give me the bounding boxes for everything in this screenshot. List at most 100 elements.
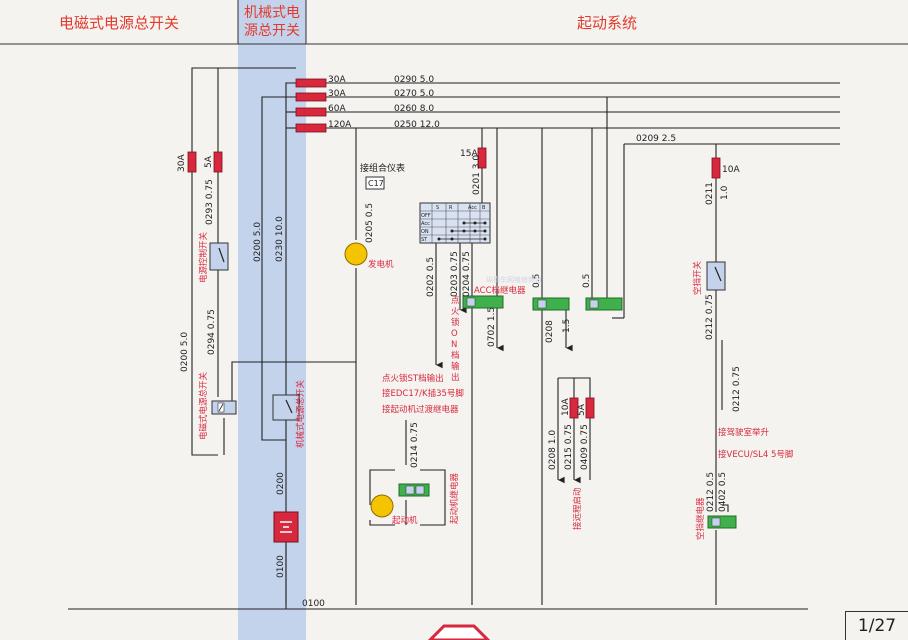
wire xyxy=(369,469,395,505)
wire-label: 0202 0.5 xyxy=(426,257,436,297)
fuse-label: 120A xyxy=(328,120,352,130)
wire-label: 0204 0.75 xyxy=(462,251,472,297)
wire-label: 1.5 xyxy=(562,319,572,333)
vecu-label: 接VECU/SL4 5号脚 xyxy=(718,449,793,460)
header-mech-master-switch: 机械式电 源总开关 xyxy=(238,0,306,44)
neutral-relay xyxy=(707,515,737,529)
fuse-5a-vertical xyxy=(213,151,223,173)
wire xyxy=(420,469,446,526)
fuse-label: 5A xyxy=(577,403,587,416)
starter-relay xyxy=(398,483,430,497)
fuse-label: 30A xyxy=(177,154,187,172)
wire-label: 0201 3.0 xyxy=(472,155,482,195)
ignition-col-label: Acc xyxy=(468,205,477,211)
c17-label: C17 xyxy=(368,179,384,188)
battery xyxy=(273,511,299,543)
wire-label: 0212 0.75 xyxy=(732,366,742,412)
power-control-switch-label: 电源控制开关 xyxy=(198,231,209,283)
watermark: 纵横车网维修频道 xyxy=(486,275,542,284)
ignition-row-label: Acc xyxy=(421,221,430,227)
header-title-line2: 源总开关 xyxy=(244,23,300,39)
page-indicator: 1/27 xyxy=(845,611,908,640)
wire-label: 0702 1.5 xyxy=(487,307,497,347)
fuse-label: 15A xyxy=(460,149,478,159)
wire-label: 0200 xyxy=(276,472,286,495)
wire-label: 0.5 xyxy=(582,274,592,288)
acc-relay xyxy=(462,295,504,309)
em-master-switch-label: 电磁式电源总开关 xyxy=(198,371,209,440)
wire-label: 0.5 xyxy=(532,274,542,288)
wire-label: 0293 0.75 xyxy=(205,179,215,225)
generator-label: 发电机 xyxy=(368,259,394,270)
combo-meter-label: 接组合仪表 xyxy=(360,162,405,174)
ignition-row-label: ST xyxy=(421,237,428,243)
wire xyxy=(231,361,356,408)
starter-symbol xyxy=(370,494,394,518)
starter-relay-label: 起动机继电器 xyxy=(449,472,460,524)
ignition-col-label: R xyxy=(449,205,453,211)
c17-connector xyxy=(365,176,385,190)
wire-label: 0270 5.0 xyxy=(394,89,434,99)
wire-label: 0230 10.0 xyxy=(275,216,285,262)
wire-label: 0402 0.5 xyxy=(718,472,728,512)
wire-label: 0250 12.0 xyxy=(394,120,440,130)
neutral-relay-label: 空挡继电器 xyxy=(695,497,706,540)
fuse-30a xyxy=(295,92,327,102)
wire xyxy=(285,82,296,605)
fuse-60a xyxy=(295,107,327,117)
wire xyxy=(722,504,729,512)
power-control-switch xyxy=(209,242,229,271)
ignition-switch-table xyxy=(419,202,491,244)
fuse-label: 30A xyxy=(328,89,346,99)
relay-0209 xyxy=(585,297,623,311)
wire-label: 0211 xyxy=(705,182,715,205)
fuse-5a-pair xyxy=(585,397,595,419)
fuse-label: 10A xyxy=(722,165,740,175)
header-starting-system: 起动系统 xyxy=(306,0,908,44)
wire-label: 0208 1.0 xyxy=(548,430,558,470)
wire-label: 0212 0.75 xyxy=(705,294,715,340)
warning-triangle xyxy=(427,624,491,640)
page-number: 1/27 xyxy=(857,616,897,636)
wire-label: 0209 2.5 xyxy=(636,134,676,144)
wire-label: 0212 0.5 xyxy=(706,472,716,512)
remote-start-label: 接远程启动 xyxy=(572,487,583,530)
wire-label: 0200 5.0 xyxy=(180,332,190,372)
fuse-label: 60A xyxy=(328,104,346,114)
mech-master-switch xyxy=(272,394,300,421)
st-output-label: 点火锁ST档输出 xyxy=(382,373,444,384)
wire xyxy=(558,377,591,398)
wire-label: 0200 5.0 xyxy=(253,222,263,262)
header-em-master-switch: 电磁式电源总开关 xyxy=(0,0,238,44)
wire xyxy=(191,67,296,456)
wire-label: 0208 xyxy=(545,320,555,343)
header-title: 电磁式电源总开关 xyxy=(58,13,179,32)
fuse-15a xyxy=(477,147,487,169)
wire-label: 0100 xyxy=(302,599,325,609)
wire-label: 1.0 xyxy=(720,185,730,200)
bus-fuses xyxy=(187,78,721,419)
wire xyxy=(369,520,395,526)
mech-master-switch-label: 机械式电源总开关 xyxy=(295,379,306,448)
header-title: 起动系统 xyxy=(576,13,637,32)
wire-label: 0290 5.0 xyxy=(394,75,434,85)
wire-label: 0214 0.75 xyxy=(410,422,420,468)
ignition-row-label: ON xyxy=(421,229,429,235)
mech-switch-band xyxy=(238,44,306,640)
em-master-switch xyxy=(211,400,237,415)
ignition-col-label: S xyxy=(436,205,439,211)
fuse-label: 10A xyxy=(561,398,571,416)
wire-label: 0100 xyxy=(276,555,286,578)
wire xyxy=(261,96,296,441)
edc-pin-label: 接EDC17/K插35号脚 xyxy=(382,388,464,399)
fuse-30a xyxy=(295,78,327,88)
neutral-switch-label: 空挡开关 xyxy=(692,260,703,295)
starter-label: 起动机 xyxy=(392,515,418,526)
starter-relay-note: 接起动机过渡继电器 xyxy=(382,404,459,415)
wire-label: 0215 0.75 xyxy=(564,424,574,470)
ignition-col-label: B xyxy=(482,205,486,211)
relay-0208 xyxy=(532,297,570,311)
